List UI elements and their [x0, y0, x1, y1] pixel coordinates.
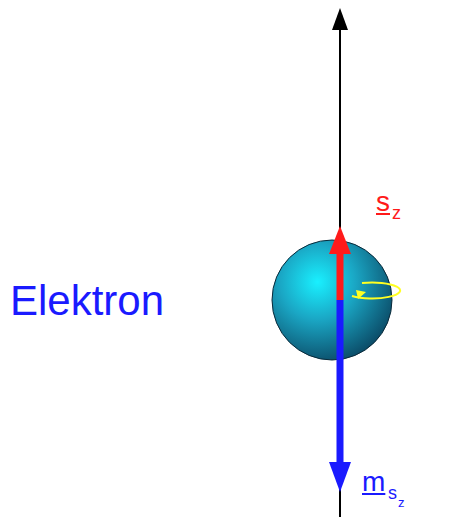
axis-line	[339, 28, 341, 517]
moment-sub-subscript: z	[398, 496, 405, 509]
spin-arrow-shaft	[337, 250, 344, 300]
axis-arrowhead	[332, 8, 348, 30]
electron-sphere	[272, 240, 392, 360]
spin-arrowhead	[329, 226, 351, 254]
moment-arrow-shaft	[337, 300, 344, 465]
spin-symbol: s	[376, 188, 390, 216]
electron-label: Elektron	[10, 280, 164, 322]
rotation-ellipse	[352, 282, 400, 298]
moment-subscript: s	[388, 484, 397, 502]
spin-subscript: z	[392, 204, 401, 222]
rotation-arrowhead	[356, 290, 366, 299]
moment-symbol: m	[362, 468, 385, 496]
moment-arrowhead	[329, 462, 351, 492]
